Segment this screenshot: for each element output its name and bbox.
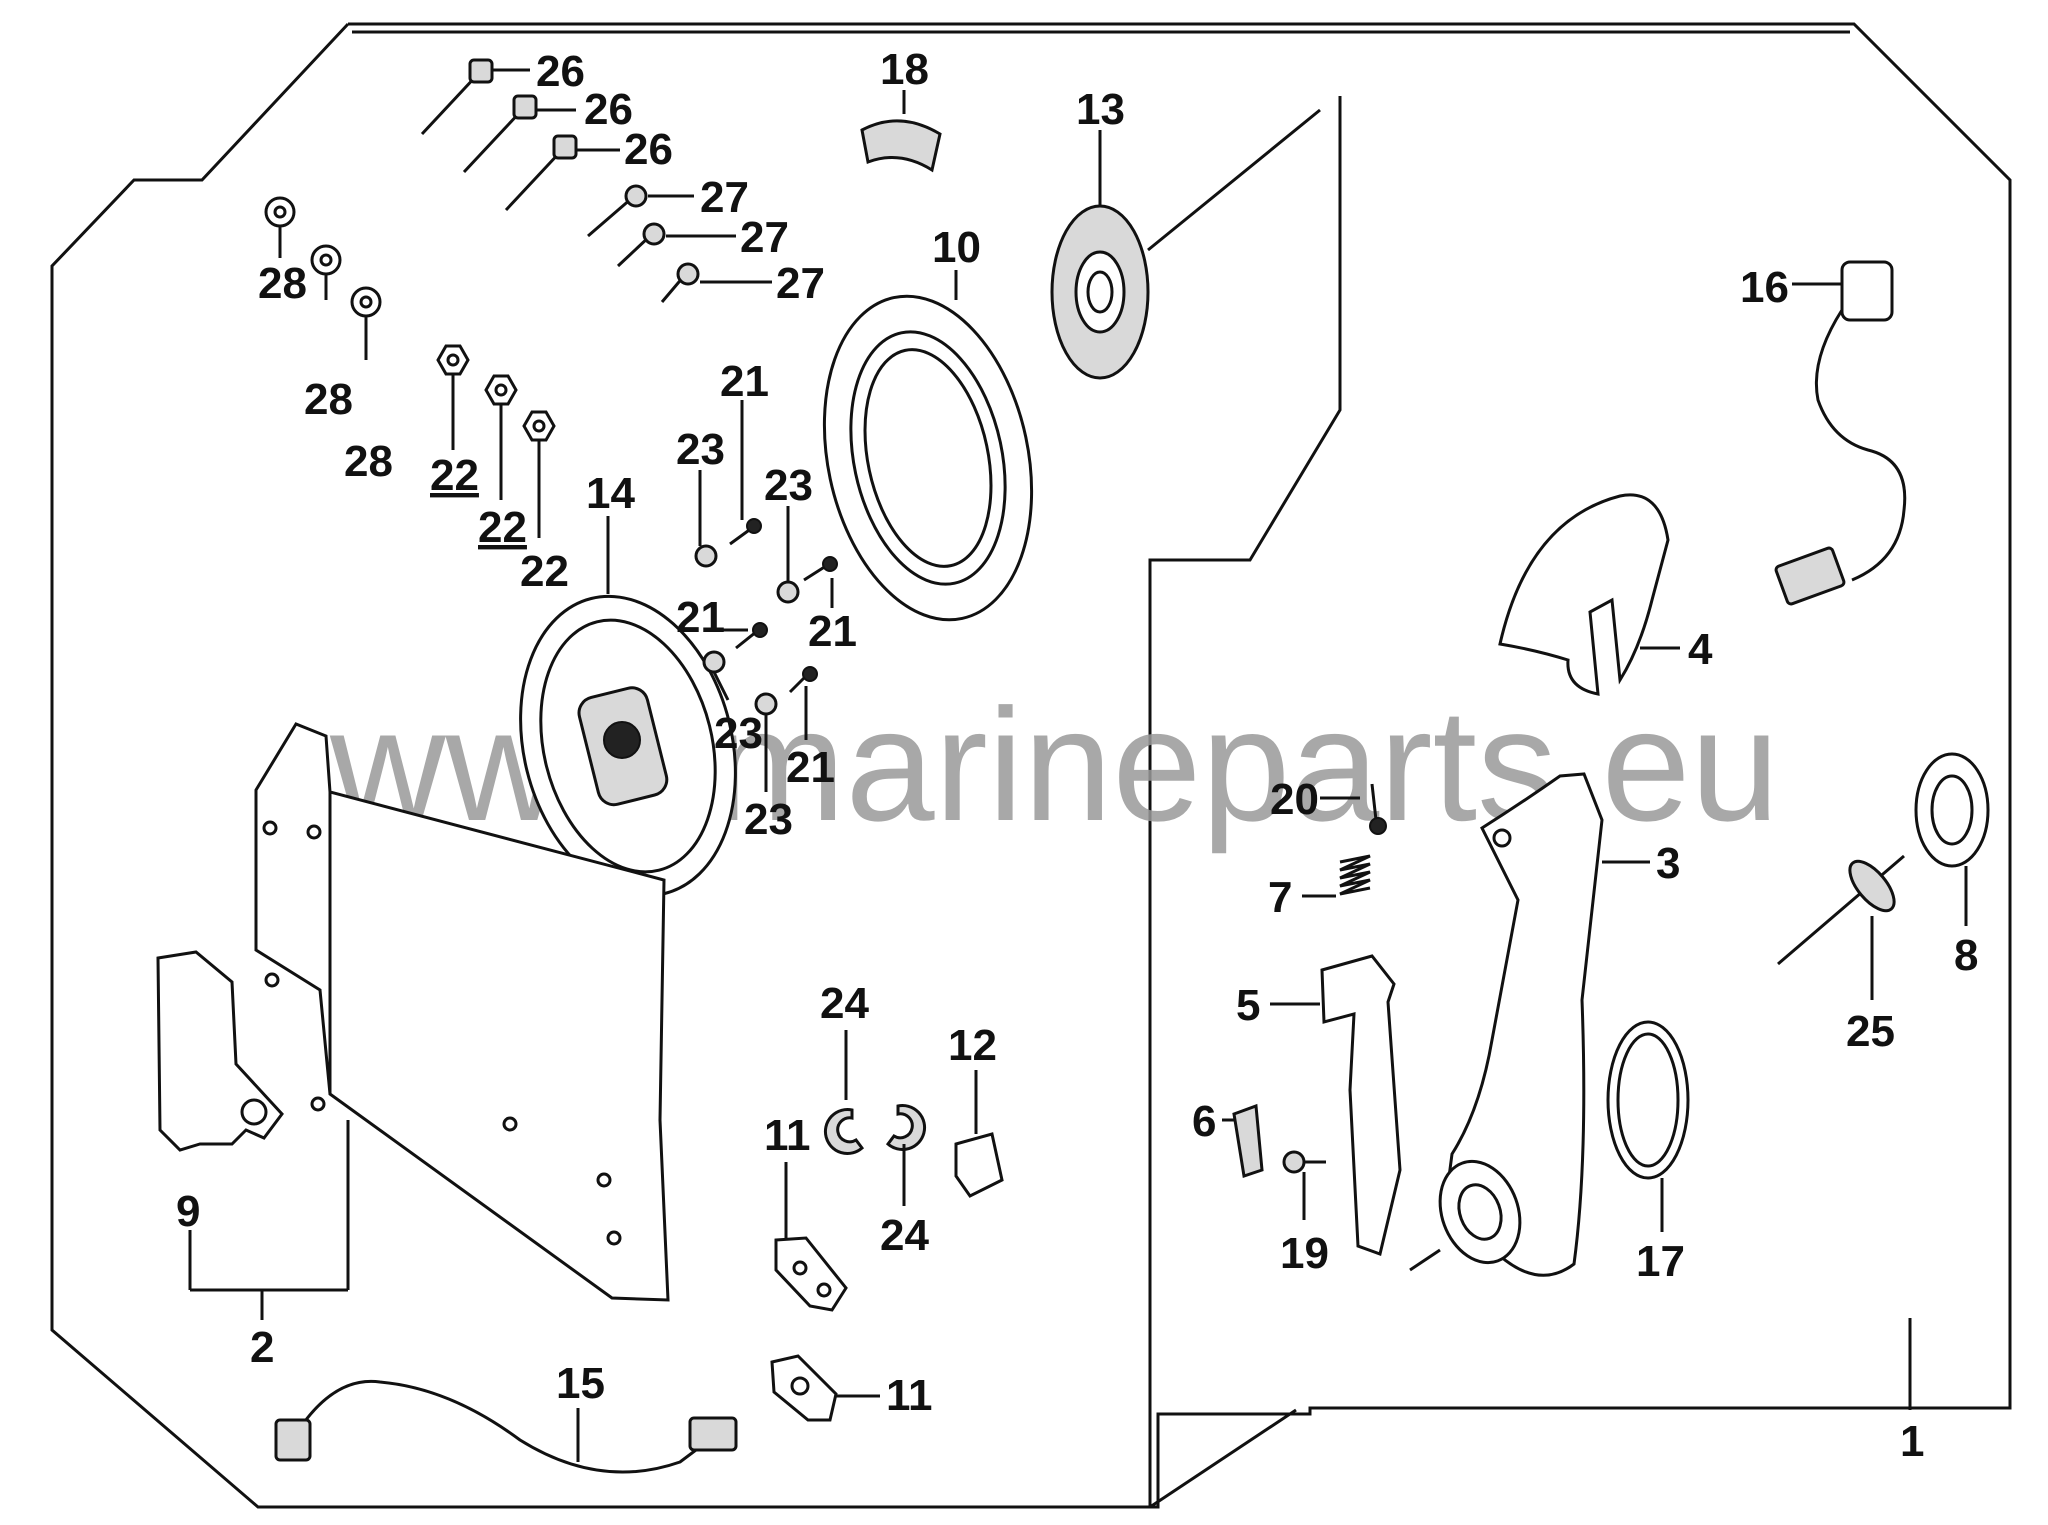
callout-28-a: 28	[258, 259, 307, 308]
callout-24-b: 24	[880, 1211, 929, 1260]
callout-21-d: 21	[786, 743, 835, 792]
callout-23-c: 23	[714, 709, 763, 758]
part-8-cap	[1914, 752, 1990, 868]
washer-28-b	[310, 244, 342, 276]
callout-21-c: 21	[808, 607, 857, 656]
callout-26-a: 26	[536, 47, 585, 96]
callout-17: 17	[1636, 1237, 1685, 1286]
part-18-cover-piece	[860, 119, 942, 173]
part-10-ring	[822, 294, 1034, 622]
part-2-housing	[254, 722, 670, 1302]
part-13-gear	[1050, 204, 1150, 380]
callout-7: 7	[1268, 873, 1292, 922]
callout-26-b: 26	[584, 85, 633, 134]
callout-24-a: 24	[820, 979, 869, 1028]
callout-22-c: 22	[520, 547, 569, 596]
part-16-switch	[1774, 260, 1907, 606]
callout-21-a: 21	[720, 357, 769, 406]
part-24-clip-a	[823, 1108, 865, 1156]
screw-27-b	[616, 222, 666, 268]
assembly-boundary-lower	[1149, 1408, 1297, 1509]
callout-4: 4	[1688, 625, 1713, 674]
callout-13: 13	[1076, 85, 1125, 134]
callout-9: 9	[176, 1187, 200, 1236]
part-17-ring	[1606, 1020, 1690, 1180]
washer-23-b	[776, 580, 800, 604]
screw-27-c	[660, 262, 700, 303]
callout-5: 5	[1236, 981, 1260, 1030]
part-19-screw	[1282, 1150, 1326, 1174]
screw-26-a	[420, 58, 494, 136]
screw-21-c	[735, 622, 768, 650]
part-3-arm	[1438, 772, 1604, 1277]
callout-11-b: 11	[886, 1371, 933, 1420]
screw-27-a	[587, 184, 648, 238]
callout-2: 2	[250, 1323, 274, 1372]
callout-1: 1	[1900, 1417, 1924, 1466]
callout-27-c: 27	[776, 259, 825, 308]
callout-11-a: 11	[764, 1111, 811, 1160]
callout-27-b: 27	[740, 213, 789, 262]
part-11-link-b	[770, 1354, 838, 1422]
part-15-harness	[274, 1379, 738, 1474]
callout-28-c: 28	[344, 437, 393, 486]
nut-22-c	[522, 410, 556, 442]
callout-22-b: 22	[478, 503, 527, 552]
callout-8: 8	[1954, 931, 1978, 980]
callout-27-a: 27	[700, 173, 749, 222]
callout-23-b: 23	[764, 461, 813, 510]
nut-22-a	[436, 344, 470, 376]
washer-28-c	[350, 286, 382, 318]
callout-14: 14	[586, 469, 635, 518]
washer-23-c	[702, 650, 726, 674]
callout-21-b: 21	[676, 593, 725, 642]
callout-22-a: 22	[430, 451, 479, 500]
callout-28-b: 28	[304, 375, 353, 424]
callout-15: 15	[556, 1359, 605, 1408]
part-6-key	[1232, 1103, 1264, 1178]
screw-26-c	[504, 134, 578, 212]
part-25-shaft	[1777, 854, 1905, 966]
callout-23-d: 23	[744, 795, 793, 844]
callout-18: 18	[880, 45, 929, 94]
washer-28-a	[264, 196, 296, 228]
part-24-clip-b	[885, 1104, 927, 1152]
part-4-cover	[1498, 493, 1670, 696]
part-7-spring	[1339, 854, 1371, 896]
part-14-plate	[519, 594, 737, 898]
callout-19: 19	[1280, 1229, 1329, 1278]
callout-12: 12	[948, 1021, 997, 1070]
outer-frame	[50, 22, 2012, 1509]
part-12-block	[954, 1132, 1004, 1198]
callout-20: 20	[1270, 775, 1319, 824]
callout-16: 16	[1740, 263, 1789, 312]
part-5-lever	[1320, 954, 1402, 1256]
screw-21-a	[729, 518, 762, 546]
part-20-pin	[1369, 783, 1387, 835]
washer-23-a	[694, 544, 718, 568]
callout-6: 6	[1192, 1097, 1216, 1146]
assembly-boundary	[1148, 96, 1342, 1507]
screw-21-d	[788, 666, 818, 694]
part-11-link-a	[774, 1236, 848, 1312]
nut-22-b	[484, 374, 518, 406]
callout-26-c: 26	[624, 125, 673, 174]
callout-10: 10	[932, 223, 981, 272]
callout-3: 3	[1656, 839, 1680, 888]
screw-26-b	[462, 94, 538, 174]
callout-25: 25	[1846, 1007, 1895, 1056]
screw-21-b	[803, 556, 838, 582]
callout-23-a: 23	[676, 425, 725, 474]
